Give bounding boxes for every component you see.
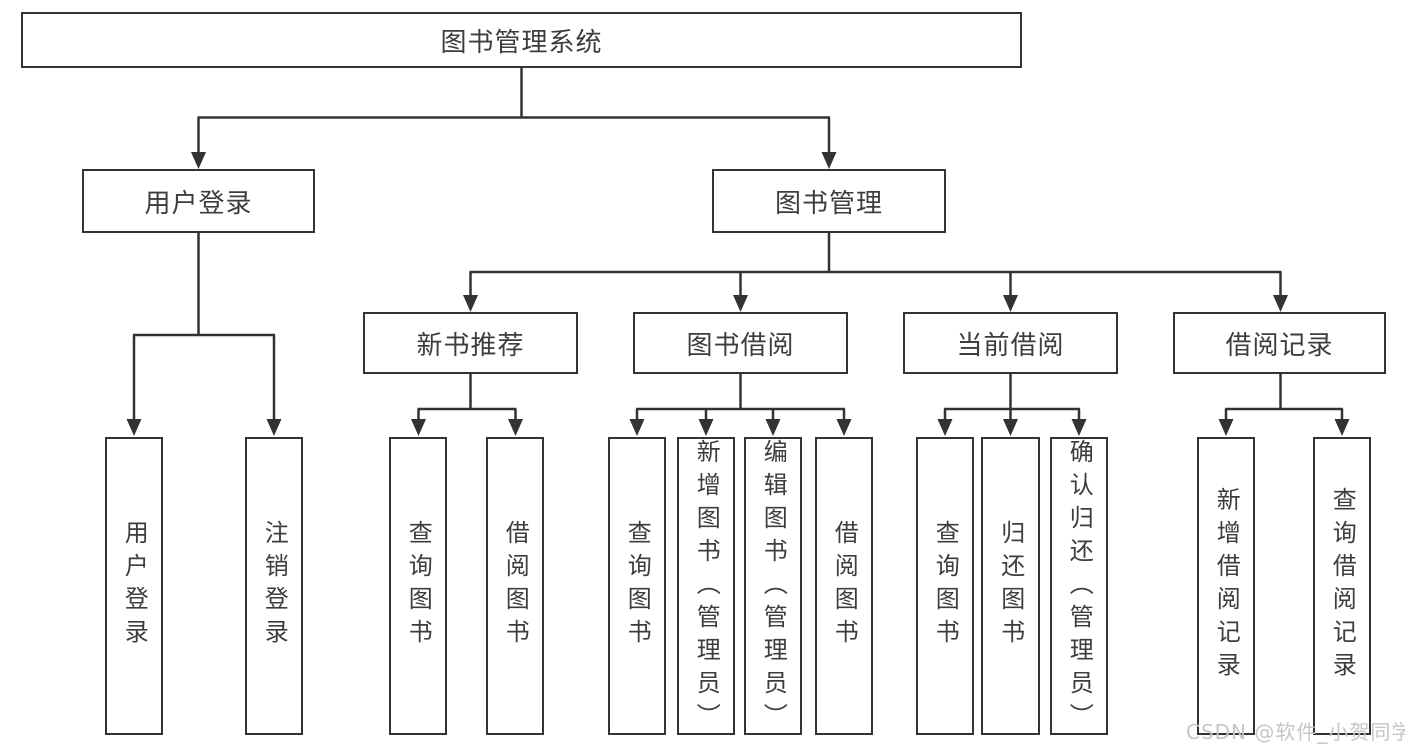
leaf-query-books-recommend: 查询图书	[389, 437, 447, 735]
leaf-query-borrow-record: 查询借阅记录	[1313, 437, 1371, 735]
leaf-edit-book-admin: 编辑图书（管理员）	[744, 437, 802, 736]
leaf-borrow-books-recommend: 借阅图书	[486, 437, 544, 735]
node-root: 图书管理系统	[21, 12, 1022, 68]
leaf-confirm-return-admin: 确认归还（管理员）	[1050, 437, 1108, 736]
leaf-add-borrow-record: 新增借阅记录	[1197, 437, 1255, 735]
leaf-user-login: 用户登录	[105, 437, 163, 735]
leaf-add-book-admin: 新增图书（管理员）	[677, 437, 735, 736]
node-new-book-recommend: 新书推荐	[363, 312, 578, 374]
node-borrow-records: 借阅记录	[1173, 312, 1386, 374]
node-book-management: 图书管理	[712, 169, 946, 233]
node-user-login: 用户登录	[82, 169, 315, 233]
node-current-borrow: 当前借阅	[903, 312, 1118, 374]
leaf-logout: 注销登录	[245, 437, 303, 735]
csdn-watermark: CSDN @软件_小贺同学	[1186, 720, 1405, 744]
leaf-return-books: 归还图书	[981, 437, 1040, 735]
leaf-borrow-books: 借阅图书	[815, 437, 873, 735]
node-book-borrow: 图书借阅	[633, 312, 848, 374]
leaf-query-books-current: 查询图书	[916, 437, 974, 735]
leaf-query-books-borrow: 查询图书	[608, 437, 666, 735]
